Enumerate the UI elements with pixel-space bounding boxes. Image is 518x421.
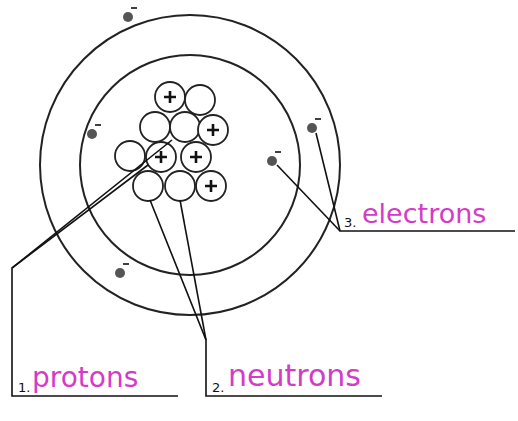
callout-number: 1. <box>18 381 30 394</box>
plus-signs <box>155 91 219 192</box>
callout-number: 3. <box>344 216 356 229</box>
callout-number: 2. <box>212 381 224 394</box>
nucleus <box>115 82 228 201</box>
electrons <box>87 8 321 278</box>
part-name: neutrons <box>228 361 361 391</box>
part-name: protons <box>32 364 138 392</box>
leader-lines <box>12 133 515 396</box>
outer-orbit <box>40 15 340 315</box>
part-name: electrons <box>362 200 486 227</box>
inner-orbit <box>80 55 300 275</box>
